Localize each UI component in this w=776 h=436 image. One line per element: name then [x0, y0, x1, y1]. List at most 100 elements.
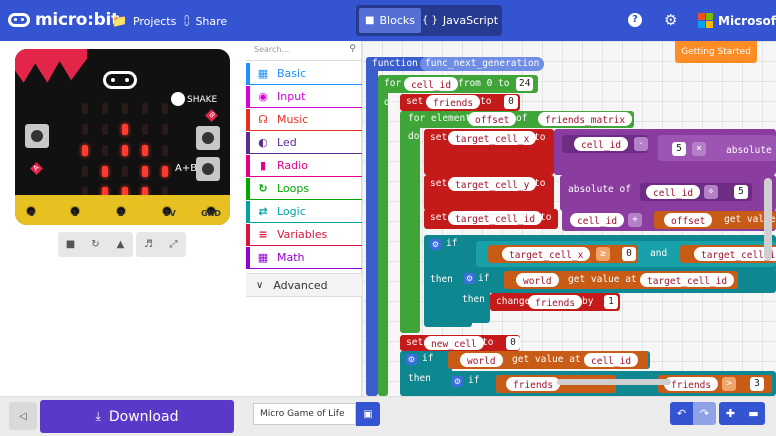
- tab-javascript[interactable]: { } JavaScript: [421, 8, 499, 33]
- to-value[interactable]: 24: [516, 77, 534, 91]
- var-friends-gt[interactable]: friends: [664, 377, 719, 391]
- tab-blocks[interactable]: ■ Blocks: [359, 8, 421, 33]
- category-basic[interactable]: ▦ Basic: [246, 63, 362, 85]
- collapse-simulator-button[interactable]: ◁: [9, 402, 37, 430]
- pin-0[interactable]: [23, 203, 39, 219]
- category-basic-label: Basic: [277, 67, 307, 80]
- var-cell-id-x[interactable]: cell_id: [574, 137, 629, 151]
- stop-icon[interactable]: ■: [65, 239, 76, 250]
- code-icon: { }: [421, 15, 438, 26]
- signal-icon: ▮: [259, 159, 267, 172]
- led-0-2: [122, 103, 128, 114]
- bottom-if-settings-icon[interactable]: ⚙: [406, 354, 417, 365]
- change-by-value[interactable]: 1: [604, 295, 618, 309]
- button-b[interactable]: [196, 126, 220, 150]
- toggle-icon: ◐: [258, 136, 268, 149]
- category-radio[interactable]: ▮ Radio: [246, 155, 362, 177]
- led-2-3: [142, 145, 148, 156]
- toolbox-search[interactable]: Search... ⚲: [246, 41, 362, 61]
- var-offset[interactable]: offset: [468, 112, 517, 126]
- category-music[interactable]: ☊ Music: [246, 109, 362, 131]
- button-b-label: B: [205, 109, 218, 122]
- var-target-cell-id-get[interactable]: target_cell_id: [640, 273, 735, 287]
- five-value-y[interactable]: 5: [734, 185, 748, 199]
- category-logic[interactable]: ⇄ Logic: [246, 201, 362, 223]
- category-loops[interactable]: ↻ Loops: [246, 178, 362, 200]
- undo-icon[interactable]: ↶: [670, 402, 693, 425]
- category-music-label: Music: [277, 113, 309, 126]
- var-target-cell-id-cond[interactable]: target_cell_id: [694, 247, 776, 261]
- divide-operator[interactable]: ÷: [704, 185, 718, 199]
- led-3-1: [102, 166, 108, 177]
- var-target-cell-y[interactable]: target_cell_y: [448, 177, 537, 191]
- category-math[interactable]: ▦ Math: [246, 247, 362, 269]
- friends-init-value[interactable]: 0: [504, 95, 518, 109]
- compare-zero-value[interactable]: 0: [622, 247, 636, 261]
- var-cell-id-id[interactable]: cell_id: [570, 213, 625, 227]
- var-target-cell-id[interactable]: target_cell_id: [448, 211, 543, 225]
- var-new-cell[interactable]: new_cell: [424, 336, 484, 350]
- led-2-1: [102, 145, 108, 156]
- workspace-horizontal-scrollbar[interactable]: [557, 379, 671, 385]
- button-ab[interactable]: [196, 157, 220, 181]
- var-friends-change[interactable]: friends: [528, 295, 583, 309]
- pin-label-gnd: GND: [201, 209, 221, 218]
- redo-icon[interactable]: ↷: [693, 402, 716, 425]
- search-placeholder: Search...: [254, 45, 290, 54]
- gear-icon[interactable]: ⚙: [664, 11, 678, 29]
- var-friends-cond[interactable]: friends: [506, 377, 561, 391]
- var-target-cell-x[interactable]: target_cell_x: [448, 131, 537, 145]
- restart-icon[interactable]: ↻: [91, 239, 100, 250]
- pin-1[interactable]: [67, 203, 83, 219]
- workspace-vertical-scrollbar[interactable]: [764, 178, 772, 260]
- var-cell-id-y[interactable]: cell_id: [646, 185, 701, 199]
- new-cell-init-value[interactable]: 0: [506, 336, 520, 350]
- download-button[interactable]: ⤓ Download: [40, 400, 234, 433]
- gte-operator[interactable]: ≥: [596, 247, 610, 261]
- var-offset-id[interactable]: offset: [664, 213, 713, 227]
- var-world-2[interactable]: world: [460, 353, 503, 367]
- download-icon: ⤓: [95, 409, 101, 423]
- five-value-x[interactable]: 5: [672, 142, 686, 156]
- if-settings-icon[interactable]: ⚙: [430, 239, 441, 250]
- getting-started-button[interactable]: Getting Started: [675, 41, 757, 63]
- var-cell-id-bottom[interactable]: cell_id: [584, 353, 639, 367]
- zoom-in-icon[interactable]: ✚: [719, 402, 742, 425]
- bottom-if-keyword: if: [422, 353, 434, 364]
- blocks-workspace[interactable]: Getting Started function func_next_gener…: [362, 41, 776, 396]
- category-advanced[interactable]: ∨ Advanced: [246, 273, 362, 297]
- fullscreen-icon[interactable]: ⤢: [169, 239, 178, 250]
- var-target-cell-x-cond[interactable]: target_cell_x: [502, 247, 591, 261]
- function-name[interactable]: func_next_generation: [420, 57, 545, 71]
- pin-2[interactable]: [113, 203, 129, 219]
- help-icon[interactable]: ?: [628, 13, 642, 27]
- projects-button[interactable]: 📁 Projects: [112, 12, 176, 30]
- led-2-4: [162, 145, 168, 156]
- microsoft-logo[interactable]: Microsoft: [698, 13, 776, 28]
- var-friends-matrix[interactable]: friends_matrix: [538, 112, 633, 126]
- target-icon: ◉: [258, 90, 268, 103]
- var-cell-id[interactable]: cell_id: [404, 77, 459, 91]
- shake-button[interactable]: [171, 92, 185, 106]
- var-world[interactable]: world: [516, 273, 559, 287]
- minus-operator[interactable]: -: [634, 137, 648, 151]
- zoom-out-icon[interactable]: ▬: [742, 402, 765, 425]
- var-friends[interactable]: friends: [426, 95, 481, 109]
- share-button[interactable]: ⩇ Share: [184, 12, 227, 30]
- slow-motion-icon[interactable]: ▲: [116, 239, 125, 250]
- category-led[interactable]: ◐ Led: [246, 132, 362, 154]
- gt-three-value[interactable]: 3: [750, 377, 764, 391]
- category-input[interactable]: ◉ Input: [246, 86, 362, 108]
- mute-icon[interactable]: ♬: [144, 239, 153, 250]
- gt-operator[interactable]: >: [722, 377, 736, 391]
- nested-if-settings-icon[interactable]: ⚙: [464, 273, 475, 284]
- led-0-4: [162, 103, 168, 114]
- project-name-input[interactable]: [253, 403, 356, 425]
- inner-if-settings-icon[interactable]: ⚙: [452, 376, 463, 387]
- microbit-logo[interactable]: micro:bit: [8, 10, 119, 30]
- button-a[interactable]: [25, 124, 49, 148]
- category-variables[interactable]: ≡ Variables: [246, 224, 362, 246]
- plus-operator[interactable]: +: [628, 213, 642, 227]
- save-button[interactable]: ▣: [356, 402, 380, 426]
- times-operator[interactable]: ×: [692, 142, 706, 156]
